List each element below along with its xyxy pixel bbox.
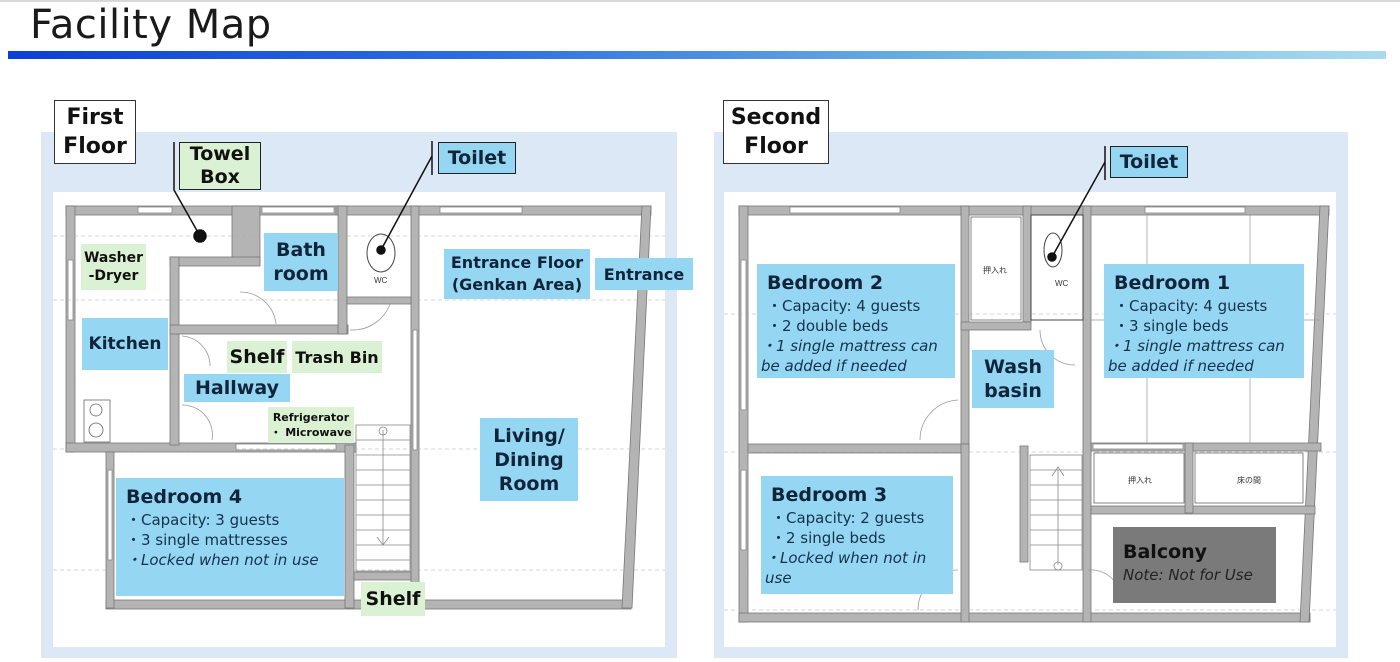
hall-shelf-tag: Shelf	[227, 341, 287, 373]
kitchen-tag: Kitchen	[82, 318, 168, 370]
wall	[1022, 205, 1032, 323]
balcony-tag: Balcony Note: Not for Use	[1113, 527, 1276, 603]
page-title: Facility Map	[30, 2, 272, 48]
wall	[346, 296, 412, 305]
living-dining-room-tag: Living/ Dining Room	[480, 418, 578, 501]
wall	[169, 324, 349, 335]
toilet-marker	[1047, 252, 1057, 262]
hallway-tag: Hallway	[184, 374, 290, 402]
closet-label: 押入れ	[1128, 475, 1152, 485]
bedroom-4-tag: Bedroom 4 ・Capacity: 3 guests ・3 single …	[116, 478, 344, 596]
wall	[353, 571, 412, 581]
wall	[1019, 445, 1029, 563]
wall	[1090, 442, 1322, 452]
wall	[738, 612, 1311, 623]
towel-box-tag: Towel Box	[179, 142, 261, 190]
bedroom-4-title: Bedroom 4	[126, 486, 243, 508]
wall	[1184, 442, 1194, 514]
bedroom-1-tag: Bedroom 1 ・Capacity: 4 guests ・3 single …	[1104, 264, 1304, 378]
bedroom-3-title: Bedroom 3	[771, 484, 888, 506]
wall	[344, 444, 355, 609]
washer-dryer-tag: Washer -Dryer	[81, 244, 146, 290]
entrance-floor-tag: Entrance Floor (Genkan Area)	[444, 249, 590, 299]
second-floor-label: Second Floor	[723, 100, 829, 164]
bathroom-tag: Bath room	[264, 233, 338, 291]
entrance-tag: Entrance	[595, 258, 693, 290]
balcony-note: Note: Not for Use	[1123, 566, 1253, 584]
second-floor-stairs	[1029, 454, 1083, 571]
wall	[960, 443, 970, 623]
stove-icon	[83, 399, 111, 443]
wall	[1090, 505, 1316, 515]
svg-text:WC: WC	[374, 276, 388, 285]
wall	[621, 205, 652, 609]
first-floor-label: First Floor	[54, 100, 136, 164]
wall	[1299, 205, 1330, 623]
tokonoma-label: 床の間	[1237, 475, 1261, 485]
bedroom-1-title: Bedroom 1	[1114, 272, 1231, 294]
wall	[231, 205, 261, 265]
first-floor-toilet-tag: Toilet	[438, 142, 516, 174]
bedroom-2-title: Bedroom 2	[767, 272, 884, 294]
toilet-marker	[376, 245, 386, 255]
top-border	[0, 0, 1400, 2]
wall	[960, 321, 1032, 331]
towel-box-marker	[193, 229, 207, 243]
wall	[1082, 205, 1092, 623]
refrigerator-microwave-tag: Refrigerator ・ Microwave	[268, 407, 354, 443]
wall	[747, 443, 970, 454]
second-floor-toilet-tag: Toilet	[1110, 146, 1188, 178]
balcony-title: Balcony	[1123, 541, 1208, 563]
bedroom-2-tag: Bedroom 2 ・Capacity: 4 guests ・2 double …	[757, 264, 955, 378]
closet-label: 押入れ	[983, 265, 1007, 275]
first-floor-stairs	[355, 424, 411, 572]
trash-bin-tag: Trash Bin	[292, 341, 382, 373]
title-underline-bar	[8, 51, 1386, 59]
toilet-fixture-icon: WC	[1030, 214, 1084, 321]
stairs-shelf-tag: Shelf	[361, 582, 425, 616]
wall	[169, 256, 180, 446]
wall	[337, 205, 348, 335]
bedroom-3-tag: Bedroom 3 ・Capacity: 2 guests ・2 single …	[761, 476, 953, 594]
wash-basin-tag: Wash basin	[972, 350, 1054, 408]
toilet-fixture-icon: WC	[366, 233, 396, 285]
svg-text:WC: WC	[1055, 279, 1069, 288]
